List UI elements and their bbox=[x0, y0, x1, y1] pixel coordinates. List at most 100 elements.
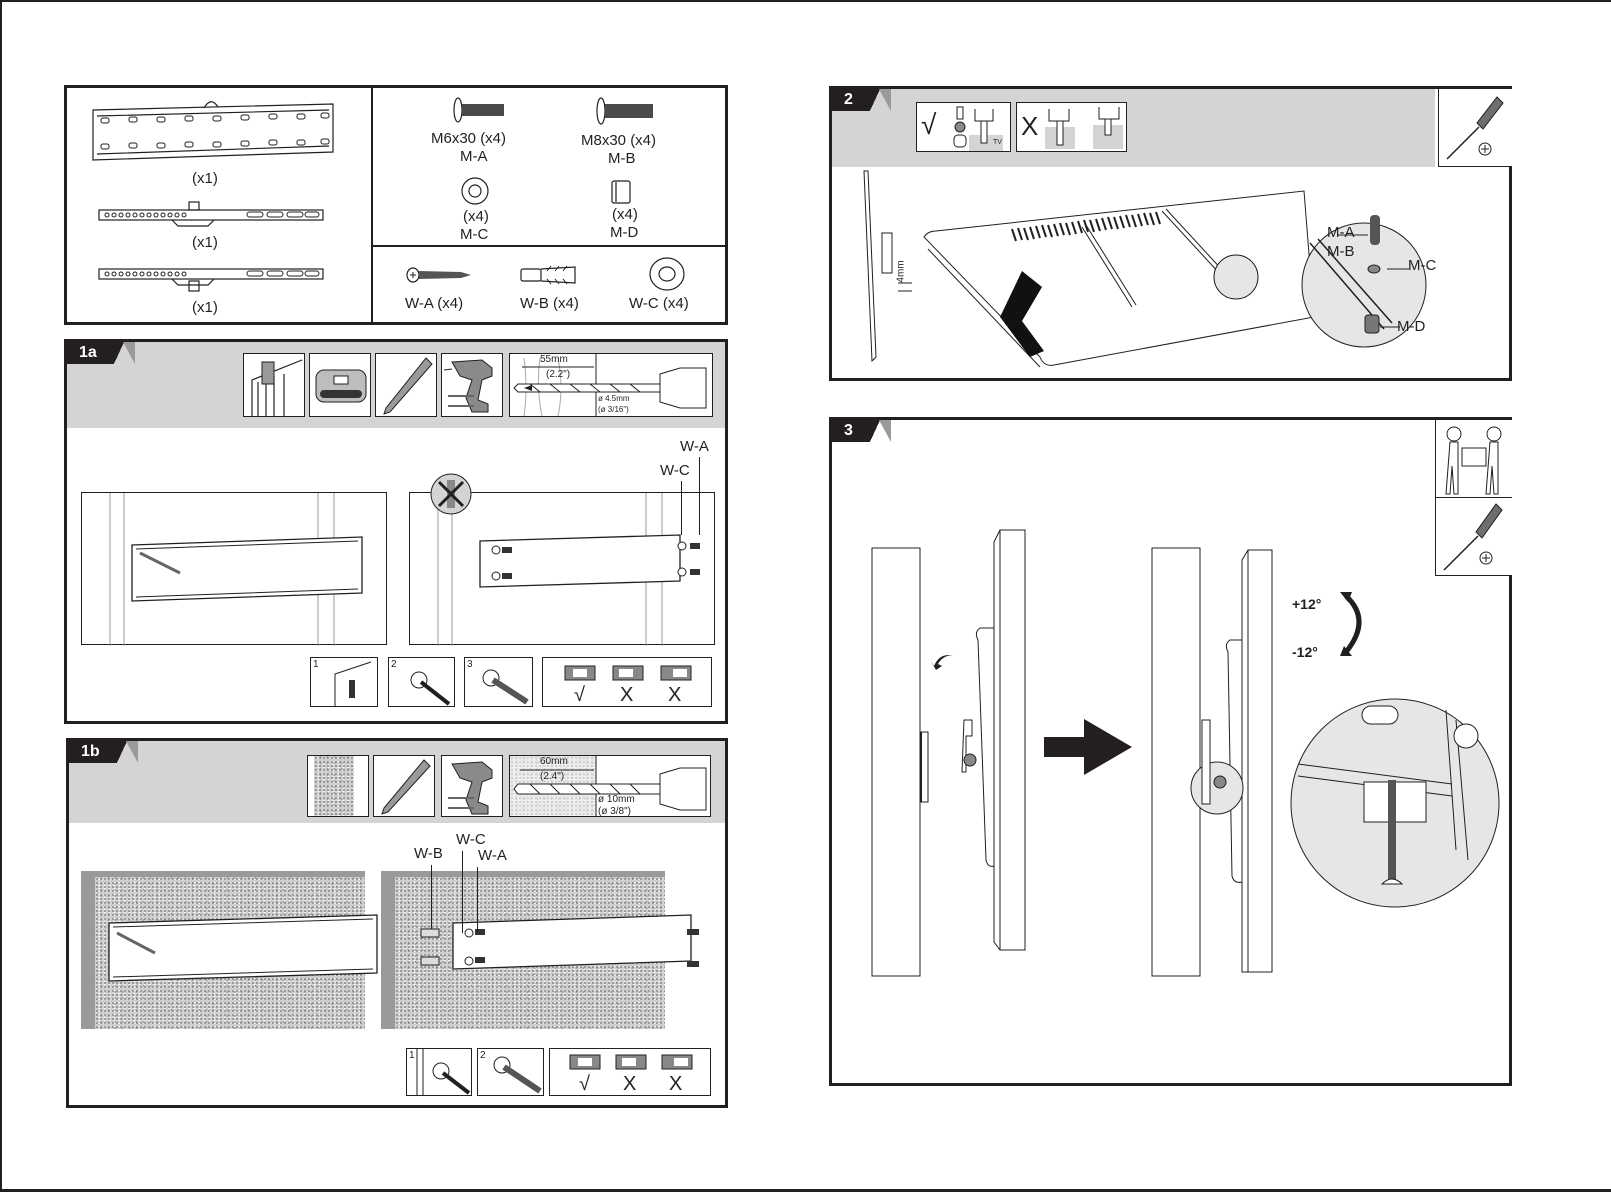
level-mark-ok: √ bbox=[574, 684, 585, 706]
gap-label: 4mm bbox=[895, 260, 907, 283]
wrong-mark: X bbox=[1021, 111, 1039, 141]
drill-dia-mm: ø 4.5mm bbox=[598, 394, 630, 403]
substep-1-mark: 1 bbox=[406, 1048, 472, 1096]
level-mark-bad: X bbox=[623, 1073, 637, 1095]
wall-plate-qty: (x1) bbox=[192, 170, 218, 187]
pencil-icon bbox=[375, 353, 437, 417]
tilt-up-label: +12° bbox=[1292, 596, 1322, 612]
m-c-qty: (x4) bbox=[463, 208, 489, 225]
m-a-code: M-A bbox=[460, 148, 488, 165]
drill-depth-mm: 55mm bbox=[540, 354, 568, 365]
stud-wall-after bbox=[409, 492, 715, 646]
m-a-spec: M6x30 (x4) bbox=[431, 130, 507, 147]
tv-arm-left-qty: (x1) bbox=[192, 234, 218, 251]
washer-m-c-icon bbox=[461, 177, 489, 205]
w-c-label: W-C (x4) bbox=[629, 295, 689, 312]
no-anchor-icon bbox=[430, 473, 472, 515]
substep-2-drill: 2 bbox=[477, 1048, 544, 1096]
drill-dia-mm: ø 10mm bbox=[598, 794, 635, 805]
step-1b-panel: 1b 60mm (2.4") ø 10mm (ø 3/8") bbox=[66, 738, 728, 1108]
w-a-label: W-A (x4) bbox=[405, 295, 464, 312]
callout-w-b: W-B bbox=[414, 845, 443, 862]
step-2-panel: 2 √ TV X 4mm M-A M-B M-C M-D bbox=[829, 86, 1512, 381]
substep-number: 1 bbox=[409, 1050, 415, 1061]
correct-assembly-icon: √ TV bbox=[916, 102, 1011, 152]
concrete-wall-icon bbox=[307, 755, 369, 817]
drill-depth-in: (2.4") bbox=[540, 771, 565, 782]
level-mark-ok: √ bbox=[579, 1073, 590, 1095]
concrete-wall-after bbox=[381, 871, 692, 1029]
callout-m-d: M-D bbox=[1397, 318, 1426, 335]
parts-divider bbox=[371, 88, 373, 322]
tv-arm-left-icon bbox=[98, 201, 324, 227]
stud-wall-before bbox=[81, 492, 387, 646]
substep-number: 3 bbox=[467, 659, 473, 670]
wood-stud-wall-icon bbox=[243, 353, 305, 417]
tv-back-assembly bbox=[863, 170, 1427, 368]
stud-finder-icon bbox=[309, 353, 371, 417]
step-2-tag: 2 bbox=[832, 89, 891, 111]
callout-w-a-line bbox=[477, 867, 478, 933]
level-check-box: √ X X bbox=[542, 657, 712, 707]
step-3-panel: 3 +12° -12° bbox=[829, 417, 1512, 1086]
step-2-number: 2 bbox=[844, 91, 853, 108]
substep-number: 2 bbox=[480, 1050, 486, 1061]
level-mark-bad: X bbox=[669, 1073, 683, 1095]
substep-number: 1 bbox=[313, 659, 319, 670]
two-person-lift-icon bbox=[1435, 420, 1512, 498]
parts-divider-h bbox=[372, 245, 728, 247]
m-b-code: M-B bbox=[608, 150, 636, 167]
drill-dia-in: (ø 3/8") bbox=[598, 806, 631, 817]
tv-arm-right-qty: (x1) bbox=[192, 299, 218, 316]
callout-w-a: W-A bbox=[680, 438, 709, 455]
substep-number: 2 bbox=[391, 659, 397, 670]
step-1a-panel: 1a 55mm (2.2") ø 4.5mm (ø 3/16") bbox=[64, 339, 728, 724]
tv-arm-right-icon bbox=[98, 268, 324, 292]
drill-depth-mm: 60mm bbox=[540, 756, 568, 767]
masonry-drill-spec-icon: 60mm (2.4") ø 10mm (ø 3/8") bbox=[509, 755, 711, 817]
correct-mark: √ bbox=[921, 109, 937, 140]
step-3-number: 3 bbox=[844, 422, 853, 439]
tv-label: TV bbox=[993, 139, 1002, 146]
callout-m-b: M-B bbox=[1327, 243, 1355, 260]
m-d-qty: (x4) bbox=[612, 206, 638, 223]
callout-w-c-line bbox=[681, 481, 682, 535]
level-mark-bad: X bbox=[620, 684, 634, 706]
bolt-m6-icon bbox=[453, 97, 504, 123]
screwdriver-icon bbox=[1438, 89, 1512, 167]
w-b-label: W-B (x4) bbox=[520, 295, 579, 312]
pencil-icon bbox=[373, 755, 435, 817]
washer-w-c-icon bbox=[649, 257, 685, 291]
parts-list-panel: (x1) (x1) (x1) M6x30 (x4) M-A M8x30 (x4)… bbox=[64, 85, 728, 325]
callout-w-c: W-C bbox=[456, 831, 486, 848]
callout-m-a: M-A bbox=[1327, 224, 1355, 241]
callout-m-c: M-C bbox=[1408, 257, 1437, 274]
level-mark-bad: X bbox=[668, 684, 682, 706]
step-1b-tag: 1b bbox=[69, 741, 138, 763]
spacer-m-d-icon bbox=[611, 180, 631, 204]
callout-w-b-line bbox=[431, 865, 432, 929]
callout-w-c-line bbox=[462, 851, 463, 933]
level-check-box: √ X X bbox=[549, 1048, 711, 1096]
callout-w-a: W-A bbox=[478, 847, 507, 864]
drill-bit-spec-icon: 55mm (2.2") ø 4.5mm (ø 3/16") bbox=[509, 353, 713, 417]
m-d-code: M-D bbox=[610, 224, 639, 241]
wall-plate-icon bbox=[92, 101, 334, 161]
screwdriver-icon bbox=[1435, 498, 1512, 576]
step-1b-number: 1b bbox=[81, 743, 100, 760]
callout-w-c: W-C bbox=[660, 462, 690, 479]
callout-w-a-line bbox=[699, 457, 700, 535]
step-3-tag: 3 bbox=[832, 420, 891, 442]
substep-3-drill: 3 bbox=[464, 657, 533, 707]
wood-screw-w-a-icon bbox=[406, 267, 471, 283]
step-1a-tag: 1a bbox=[67, 342, 135, 364]
m-c-code: M-C bbox=[460, 226, 489, 243]
step-1a-number: 1a bbox=[79, 344, 97, 361]
drill-depth-in: (2.2") bbox=[546, 369, 571, 380]
substep-2-mark: 2 bbox=[388, 657, 455, 707]
substep-1-locate-stud: 1 bbox=[310, 657, 378, 707]
right-screws-icon bbox=[687, 929, 699, 967]
m-b-spec: M8x30 (x4) bbox=[581, 132, 657, 149]
power-drill-icon bbox=[441, 755, 503, 817]
